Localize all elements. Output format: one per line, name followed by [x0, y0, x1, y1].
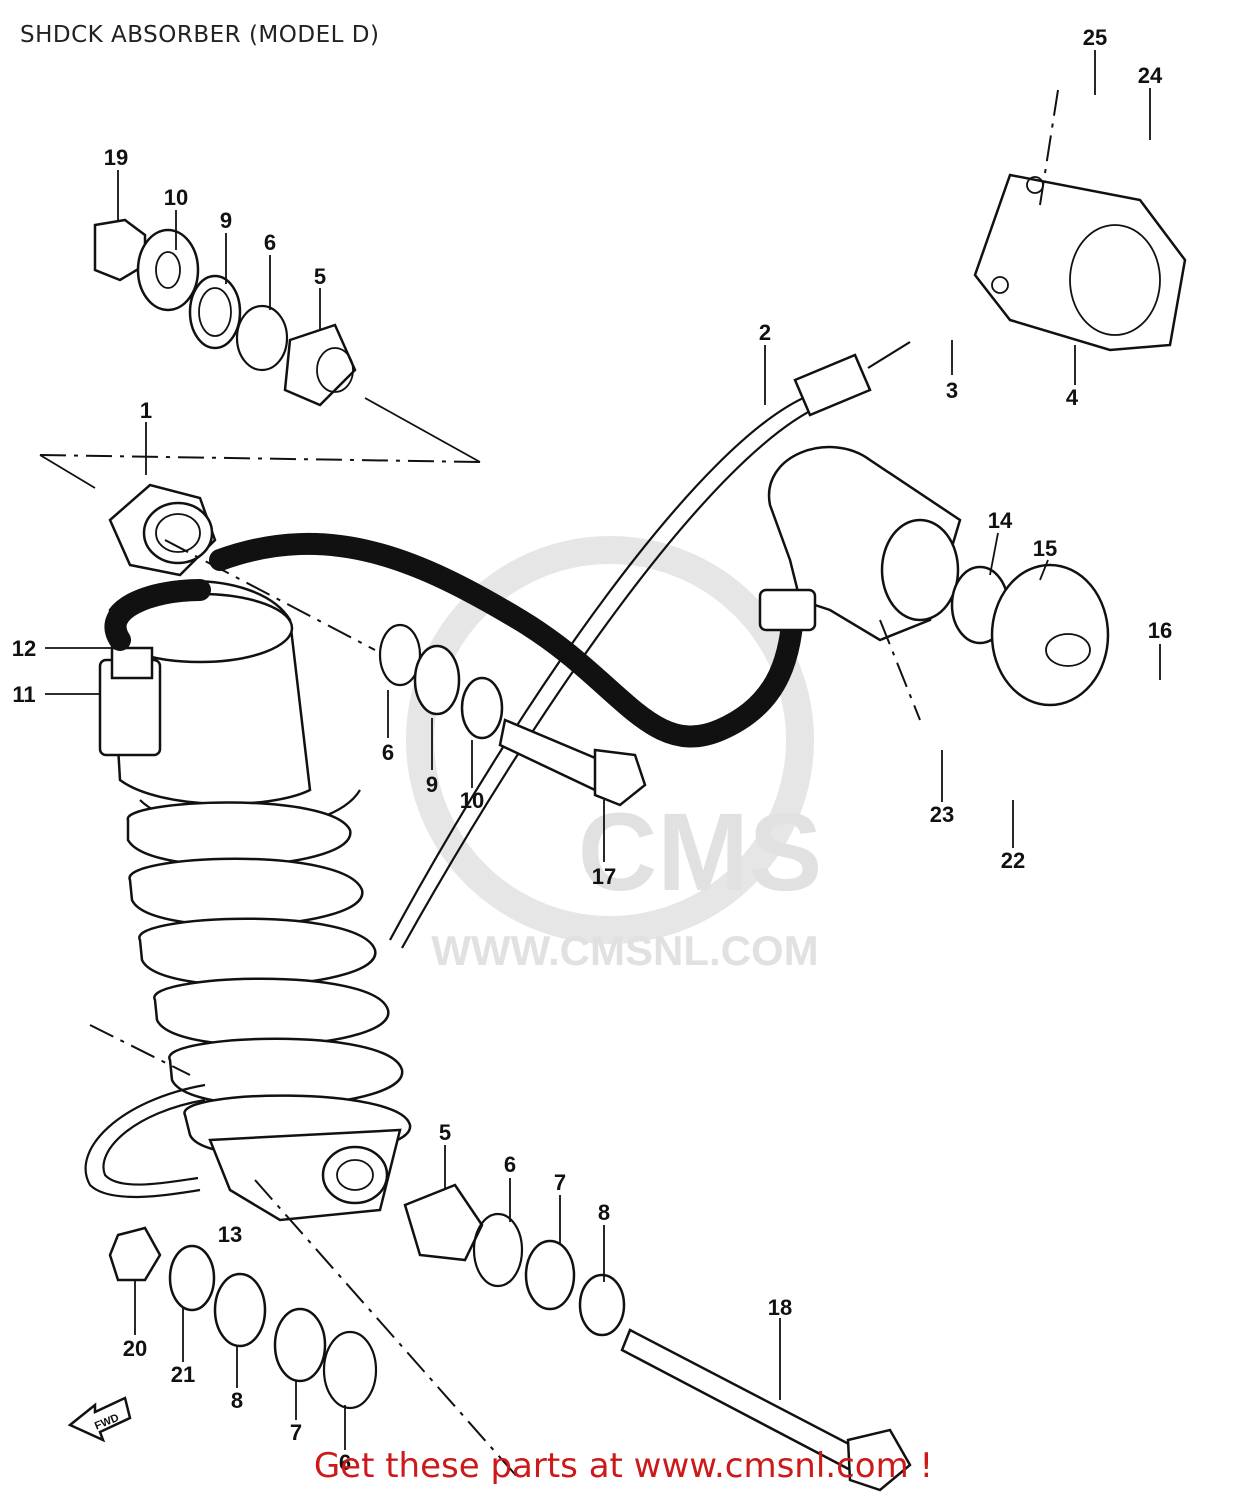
callout-16: 16 — [1148, 618, 1172, 643]
watermark-url: WWW.CMSNL.COM — [431, 927, 818, 974]
forward-arrow: FWD — [67, 1396, 132, 1443]
callout-leaders — [45, 50, 1161, 1450]
callout-19: 19 — [104, 145, 128, 170]
callout-9-mid: 9 — [426, 772, 438, 797]
callout-labels: 1 2 3 4 5 5 6 6 6 6 7 7 8 8 9 9 10 10 11… — [12, 25, 1172, 1475]
callout-10-mid: 10 — [460, 788, 484, 813]
remote-adjuster-housing — [973, 173, 1187, 352]
callout-7-bottom: 7 — [290, 1420, 302, 1445]
callout-2: 2 — [759, 320, 771, 345]
reservoir-hose — [104, 532, 806, 748]
shock-absorber-assembly — [98, 483, 412, 1222]
lower-mount-hardware — [403, 1183, 912, 1492]
callout-15: 15 — [1033, 536, 1057, 561]
callout-8-bottom: 8 — [231, 1388, 243, 1413]
mid-mount-hardware — [378, 623, 647, 807]
callout-17: 17 — [592, 864, 616, 889]
callout-22: 22 — [1001, 848, 1025, 873]
buy-parts-banner[interactable]: Get these parts at www.cmsnl.com ! — [313, 1446, 934, 1486]
callout-23: 23 — [930, 802, 954, 827]
adjuster-cable — [389, 341, 911, 949]
callout-6-lower: 6 — [504, 1152, 516, 1177]
upper-mount-hardware — [93, 218, 357, 407]
callout-25: 25 — [1083, 25, 1107, 50]
assembly-guide-lines — [39, 89, 1059, 1481]
callout-11: 11 — [12, 682, 35, 707]
watermark: CMS WWW.CMSNL.COM — [406, 536, 822, 974]
diagram-title: SHDCK ABSORBER (MODEL D) — [20, 22, 380, 48]
callout-5-lower: 5 — [439, 1120, 451, 1145]
callout-8-lower: 8 — [598, 1200, 610, 1225]
watermark-brand: CMS — [578, 791, 822, 914]
callout-18: 18 — [768, 1295, 792, 1320]
bottom-left-hardware — [108, 1226, 378, 1410]
callout-6-mid: 6 — [382, 740, 394, 765]
callout-24: 24 — [1138, 63, 1163, 88]
callout-4: 4 — [1066, 385, 1079, 410]
callout-21: 21 — [171, 1362, 195, 1387]
callout-5-upper: 5 — [314, 264, 326, 289]
callout-14: 14 — [988, 508, 1013, 533]
callout-1: 1 — [140, 398, 152, 423]
callout-6-bottom: 6 — [339, 1450, 351, 1475]
callout-3: 3 — [946, 378, 958, 403]
callout-9-upper: 9 — [220, 208, 232, 233]
damping-adjuster — [758, 445, 1110, 707]
lower-hose — [84, 1083, 206, 1199]
callout-13: 13 — [218, 1222, 242, 1247]
callout-6-upper: 6 — [264, 230, 276, 255]
callout-12: 12 — [12, 636, 36, 661]
callout-20: 20 — [123, 1336, 147, 1361]
callout-10-upper: 10 — [164, 185, 188, 210]
callout-7-lower: 7 — [554, 1170, 566, 1195]
